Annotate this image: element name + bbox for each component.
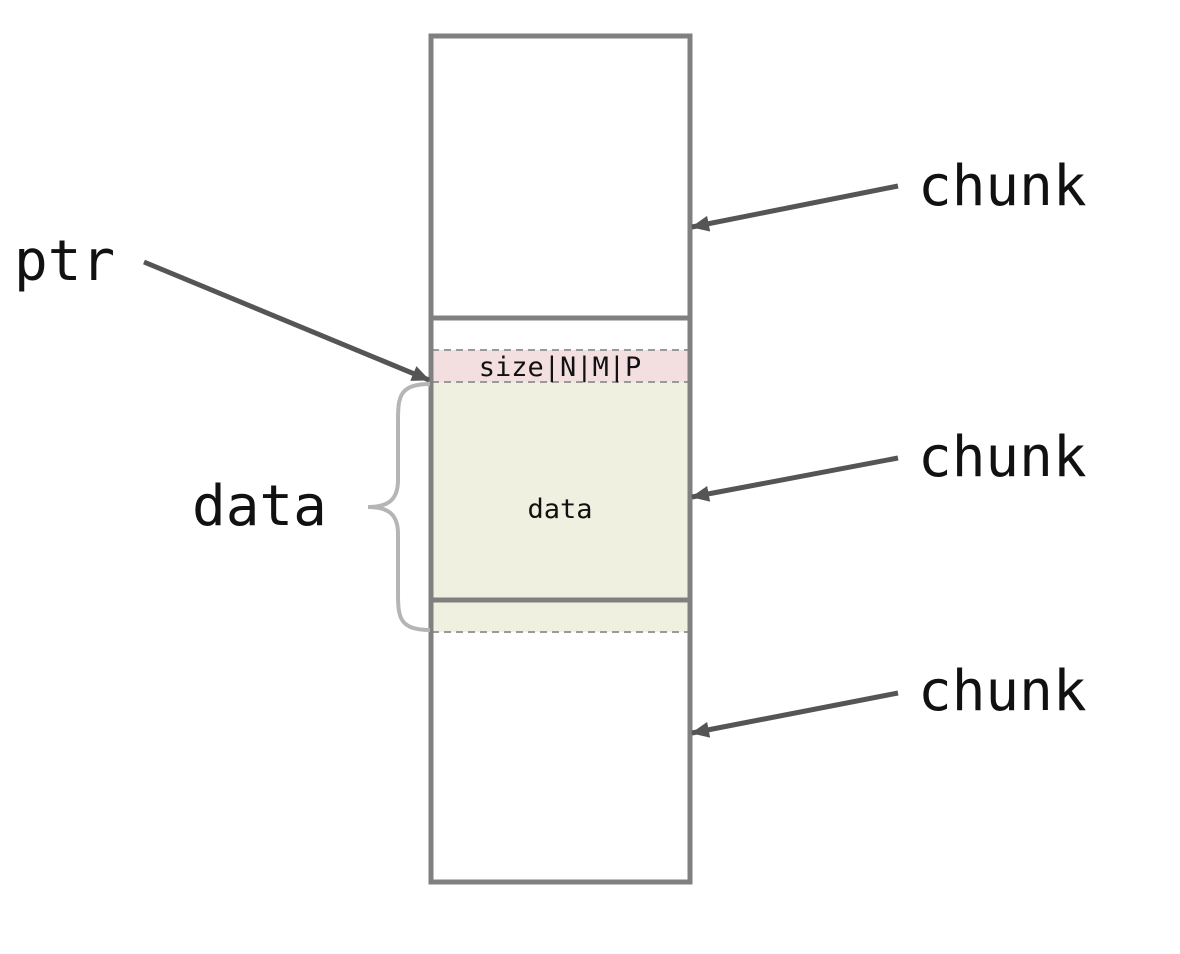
ptr-arrow (143, 259, 430, 383)
chunk-label-middle: chunk (918, 425, 1087, 490)
chunk-arrow-bottom (691, 690, 899, 738)
chunk-arrow-top (691, 183, 899, 232)
chunk-data-label: data (527, 494, 592, 525)
data-brace (367, 382, 431, 632)
chunk-label-top: chunk (918, 154, 1087, 219)
chunk-label-bottom: chunk (918, 659, 1087, 724)
data-brace-label: data (192, 474, 327, 539)
ptr-label: ptr (14, 229, 115, 294)
chunk-arrow-middle (691, 455, 899, 502)
memory-column (428, 33, 693, 885)
chunk-header-region (432, 350, 689, 382)
chunk-data-region (432, 382, 689, 632)
chunk-header-label: size|N|M|P (479, 352, 642, 383)
